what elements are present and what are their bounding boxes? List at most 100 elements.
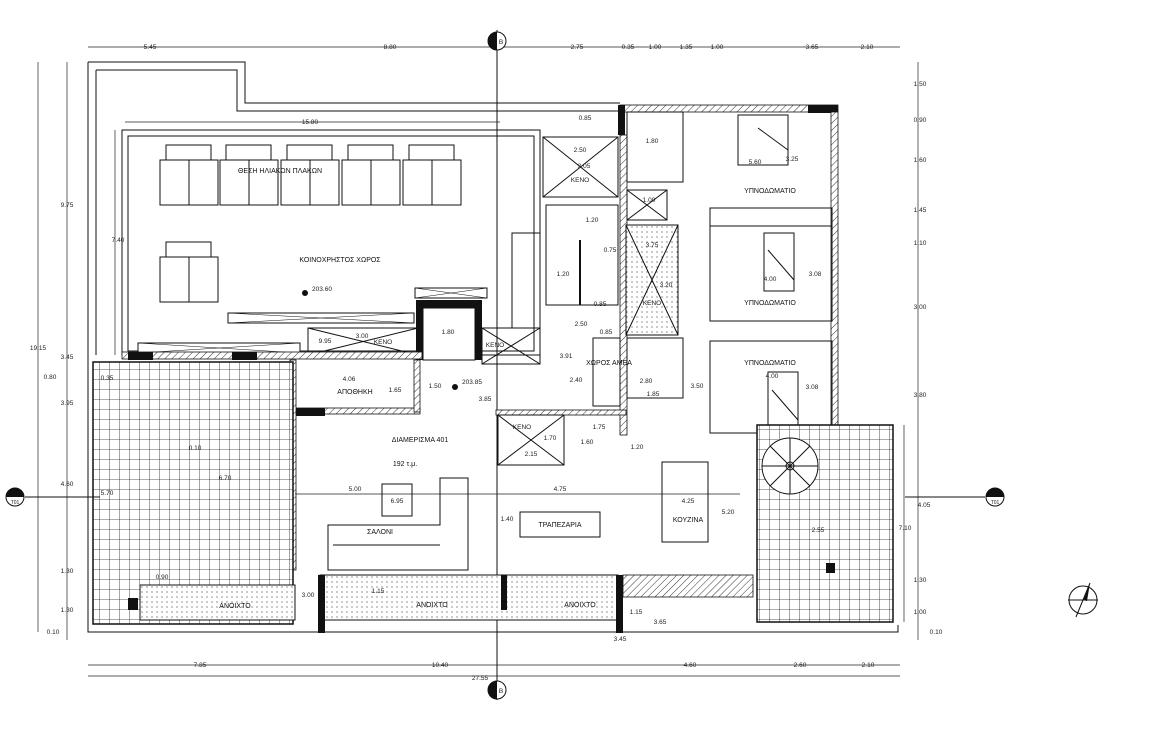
room-label: ΥΠΝΟΔΩΜΑΤΙΟ <box>744 360 796 367</box>
room-label: ΚΟΥΖΙΝΑ <box>673 517 704 524</box>
dim-label: 0.85 <box>594 301 607 308</box>
room-label: ΧΩΡΟΣ ΑΜΕΑ <box>586 360 632 367</box>
dim-label: 4.25 <box>682 498 695 505</box>
right-dimensions: 1.50 0.90 1.60 1.45 1.10 3.00 3.80 4.05 … <box>899 62 943 640</box>
room-label: ΚΟΙΝΟΧΡΗΣΤΟΣ ΧΩΡΟΣ <box>299 257 381 264</box>
dim-label: 5.20 <box>722 509 735 516</box>
dim-label: 7.85 <box>194 662 207 669</box>
dining-table <box>519 511 601 538</box>
dim-label: 1.20 <box>557 271 570 278</box>
dim-label: 3.00 <box>914 304 927 311</box>
dim-label: 2.15 <box>525 451 538 458</box>
dim-label: 1.80 <box>646 138 659 145</box>
dim-label: 19.15 <box>30 345 47 352</box>
dim-label: 7.40 <box>112 237 125 244</box>
room-label: ΑΠΟΘΗΚΗ <box>337 389 372 396</box>
kitchen-island <box>661 461 709 543</box>
dim-label: 1.60 <box>914 157 927 164</box>
apartment-area: 192 τ.μ. <box>393 461 417 468</box>
dim-label: 1.40 <box>501 516 514 523</box>
dim-label: 2.75 <box>571 44 584 51</box>
dim-label: 0.80 <box>44 374 57 381</box>
dim-label: 5.70 <box>101 490 114 497</box>
dim-label: 3.45 <box>614 636 627 643</box>
dim-label: 3.20 <box>660 282 673 289</box>
elevation-marker-left[interactable]: T01 <box>5 487 25 507</box>
dim-label: 0.75 <box>604 247 617 254</box>
dim-label: 5.45 <box>144 44 157 51</box>
dim-label: 2.40 <box>570 377 583 384</box>
dim-label: 1.85 <box>647 391 660 398</box>
coffee-table <box>381 483 413 517</box>
dim-label: 1.00 <box>643 197 656 204</box>
void-label: ΚΕΝΟ <box>513 424 531 431</box>
dim-label: 3.91 <box>560 353 573 360</box>
left-dimensions: 19.15 9.75 3.45 0.80 3.95 4.60 1.30 1.30… <box>30 62 125 640</box>
elevation-label: T01 <box>991 500 1000 506</box>
elevation-marker-right[interactable]: T01 <box>985 487 1005 507</box>
dim-label: 1.00 <box>711 44 724 51</box>
dim-label: 9.75 <box>61 202 74 209</box>
section-marker-top[interactable]: B <box>487 31 507 51</box>
dim-label: 2.60 <box>794 662 807 669</box>
site-outline <box>87 61 899 633</box>
dim-label: 0.10 <box>930 629 943 636</box>
dim-label: 2.10 <box>861 44 874 51</box>
dim-label: 1.50 <box>429 383 442 390</box>
dim-label: 1.20 <box>586 217 599 224</box>
dim-label: 0.85 <box>600 329 613 336</box>
dim-label: 1.45 <box>914 207 927 214</box>
dim-label: 3.65 <box>654 619 667 626</box>
apartment-label: ΔΙΑΜΕΡΙΣΜΑ 401 <box>392 437 449 444</box>
level-marker-icon <box>452 384 458 390</box>
sofa <box>327 477 469 571</box>
dim-label: 0.90 <box>914 117 927 124</box>
planter-open-2 <box>319 574 619 621</box>
room-label: ΑΝΟΙΧΤΟ <box>564 602 596 609</box>
level-marker-icon <box>302 290 308 296</box>
level-label: 203.60 <box>312 286 332 293</box>
dim-label: 1.75 <box>593 424 606 431</box>
dim-label: 1.30 <box>61 568 74 575</box>
dim-label: 1.65 <box>389 387 402 394</box>
dim-label: 3.08 <box>809 271 822 278</box>
dim-label: 15.80 <box>302 119 319 126</box>
dim-label: 2.55 <box>812 527 825 534</box>
void-label: ΚΕΝΟ <box>486 342 504 349</box>
room-label: ΥΠΝΟΔΩΜΑΤΙΟ <box>744 300 796 307</box>
dim-label: 3.25 <box>786 156 799 163</box>
void-label: ΚΕΝΟ <box>374 339 392 346</box>
solar-panels <box>159 144 462 303</box>
dim-label: 1.00 <box>914 609 927 616</box>
planters <box>137 287 488 354</box>
dim-label: 6.70 <box>219 475 232 482</box>
dim-label: 4.00 <box>766 373 779 380</box>
void-label: ΚΕΝΟ <box>643 300 661 307</box>
dim-label: 9.95 <box>319 338 332 345</box>
dim-label: 1.60 <box>581 439 594 446</box>
dim-label: 3.00 <box>302 592 315 599</box>
staircase <box>511 204 619 329</box>
dim-label: 1.70 <box>544 435 557 442</box>
dim-label: 2.50 <box>575 321 588 328</box>
site-outline-inner <box>95 69 620 355</box>
dim-label: 0.85 <box>579 115 592 122</box>
dim-label: 0.35 <box>622 44 635 51</box>
dim-label: 1.30 <box>61 607 74 614</box>
section-marker-bottom[interactable]: B <box>487 680 507 700</box>
dim-label: 27.55 <box>472 675 489 682</box>
room-label: ΘΕΣΗ ΗΛΙΑΚΩΝ ΠΛΑΚΩΝ <box>238 168 322 175</box>
dim-label: 0.90 <box>156 574 169 581</box>
section-label: B <box>499 39 503 46</box>
dim-label: 3.95 <box>61 400 74 407</box>
elevator <box>422 307 476 361</box>
dim-label: 3.75 <box>646 242 659 249</box>
left-terrace <box>92 361 294 625</box>
dim-label: 1.15 <box>372 588 385 595</box>
dim-label: 3.65 <box>806 44 819 51</box>
level-label: 203.85 <box>462 379 482 386</box>
room-label: ΑΝΟΙΧΤΟ <box>219 603 251 610</box>
dim-label: 3.85 <box>479 396 492 403</box>
dim-label: 2.10 <box>862 662 875 669</box>
